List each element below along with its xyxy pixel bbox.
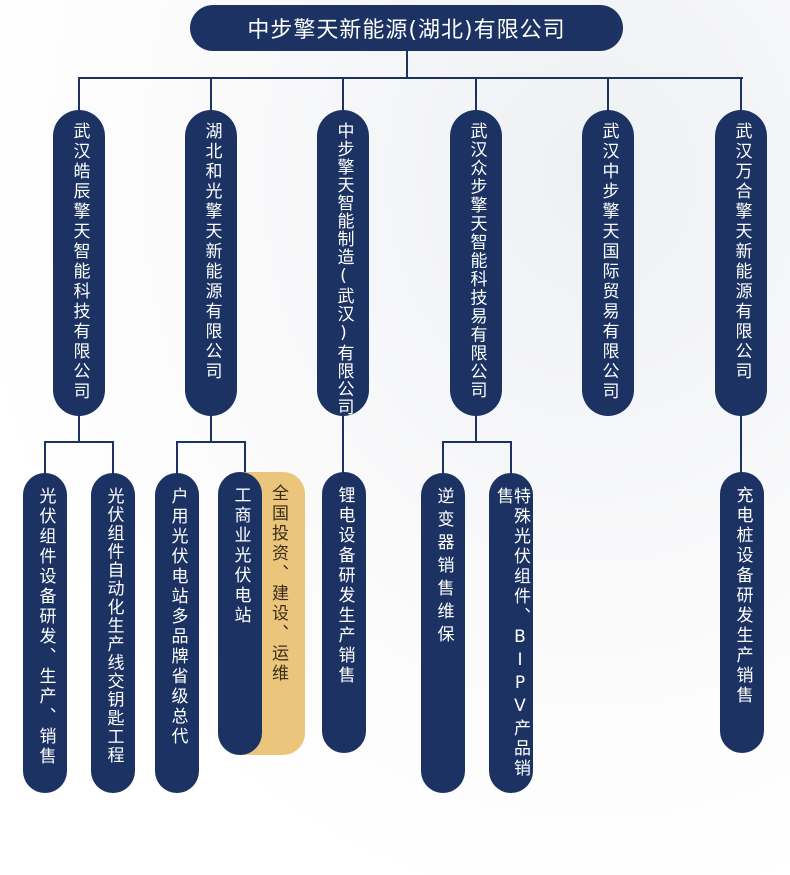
company-node: 武汉万合擎天新能源有限公司 xyxy=(715,110,767,416)
connector xyxy=(442,441,512,443)
connector xyxy=(78,77,743,79)
company-node: 武汉众步擎天智能科技易有限公司 xyxy=(450,110,502,416)
root-company-label: 中步擎天新能源(湖北)有限公司 xyxy=(247,18,566,43)
connector xyxy=(244,441,246,474)
connector xyxy=(475,77,477,111)
connector xyxy=(210,415,212,443)
connector xyxy=(740,77,742,111)
connector xyxy=(44,441,114,443)
business-label: 锂电设备研发生产销售 xyxy=(334,486,355,686)
root-company: 中步擎天新能源(湖北)有限公司 xyxy=(190,5,623,51)
connector xyxy=(44,441,46,474)
company-node: 中步擎天智能制造(武汉)有限公司 xyxy=(317,110,369,416)
business-node: 充电桩设备研发生产销售 xyxy=(720,472,764,753)
business-label: 逆变器销售维保 xyxy=(433,487,454,648)
connector xyxy=(442,441,444,474)
business-label: 工商业光伏电站 xyxy=(230,486,251,626)
company-label: 武汉中步擎天国际贸易有限公司 xyxy=(598,122,619,402)
company-label: 湖北和光擎天新能源有限公司 xyxy=(201,122,222,382)
company-node: 武汉皓辰擎天智能科技有限公司 xyxy=(53,110,105,416)
connector xyxy=(78,415,80,443)
business-label: 充电桩设备研发生产销售 xyxy=(732,486,753,706)
company-label: 武汉皓辰擎天智能科技有限公司 xyxy=(69,122,90,402)
connector xyxy=(475,415,477,443)
company-node: 湖北和光擎天新能源有限公司 xyxy=(185,110,237,416)
connector xyxy=(78,77,80,111)
connector xyxy=(210,77,212,111)
connector xyxy=(510,441,512,474)
business-label: 光伏组件自动化生产线交钥匙工程 xyxy=(103,487,124,765)
business-label: 户用光伏电站多品牌省级总代 xyxy=(167,487,188,747)
business-node: 户用光伏电站多品牌省级总代 xyxy=(155,473,199,793)
connector xyxy=(176,441,178,474)
company-label: 武汉众步擎天智能科技易有限公司 xyxy=(466,122,487,400)
connector xyxy=(176,441,246,443)
connector xyxy=(406,50,408,79)
business-node: 光伏组件设备研发、生产、销售 xyxy=(23,473,67,793)
connector xyxy=(607,77,609,111)
business-label: 全国投资、建设、运维 xyxy=(268,484,288,684)
business-node: 特殊光伏组件、BIPV产品销售 xyxy=(489,473,533,793)
business-label: 光伏组件设备研发、生产、销售 xyxy=(35,487,56,767)
business-label: 特殊光伏组件、BIPV产品销售 xyxy=(493,487,530,779)
company-label: 武汉万合擎天新能源有限公司 xyxy=(731,122,752,382)
business-node: 光伏组件自动化生产线交钥匙工程 xyxy=(91,473,135,793)
connector xyxy=(112,441,114,474)
connector xyxy=(342,415,344,473)
business-node: 逆变器销售维保 xyxy=(421,473,465,793)
business-node: 工商业光伏电站 xyxy=(218,472,262,755)
company-label: 中步擎天智能制造(武汉)有限公司 xyxy=(333,122,354,416)
connector xyxy=(342,77,344,111)
connector xyxy=(740,415,742,473)
business-node: 锂电设备研发生产销售 xyxy=(322,472,366,753)
company-node: 武汉中步擎天国际贸易有限公司 xyxy=(582,110,634,416)
